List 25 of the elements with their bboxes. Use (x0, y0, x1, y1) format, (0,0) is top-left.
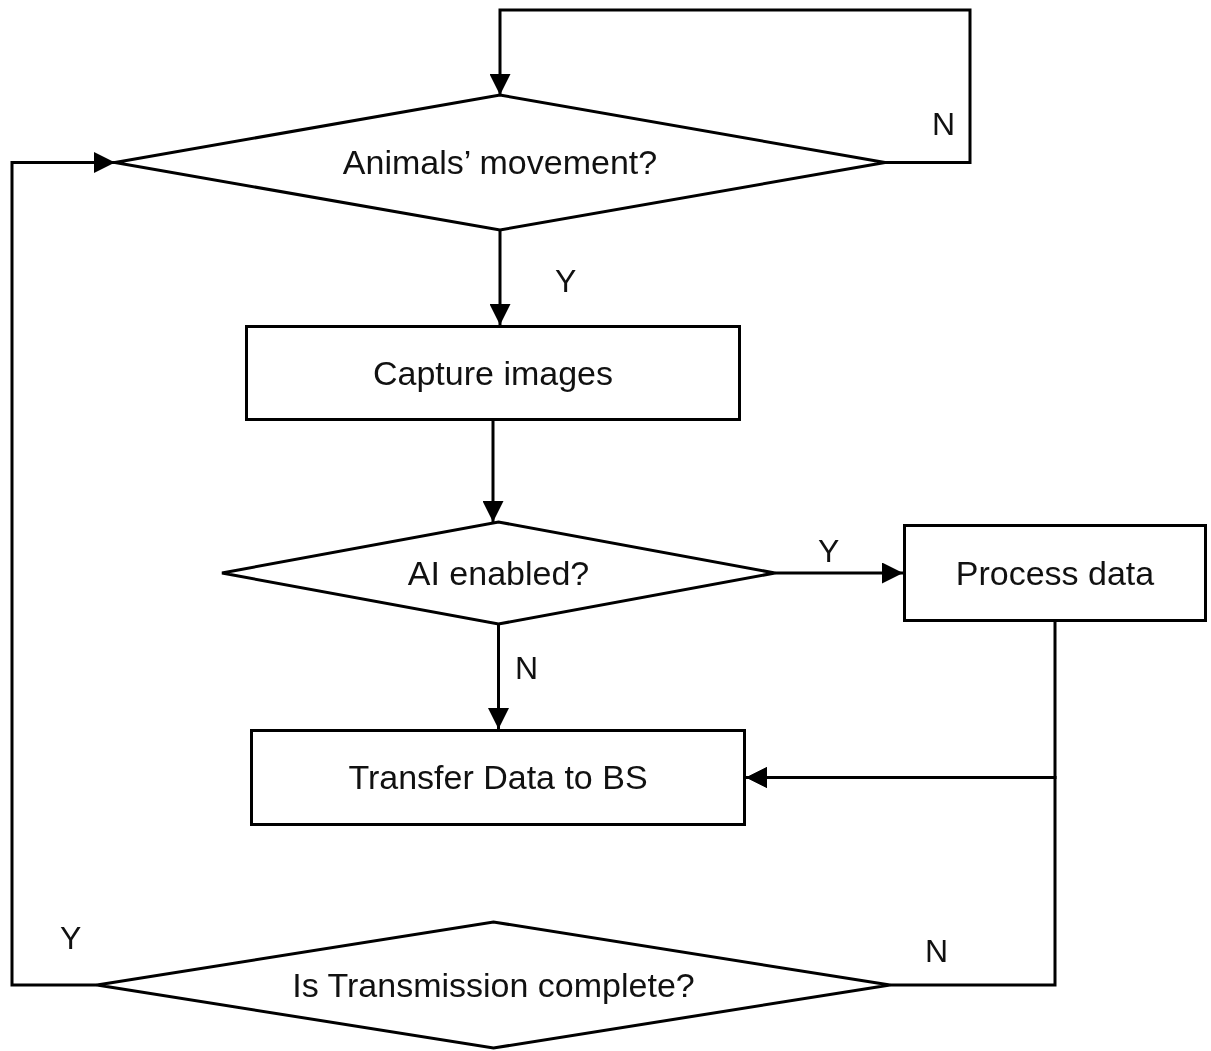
process-box (250, 729, 746, 826)
arrow (482, 421, 504, 522)
edge-label: Y (818, 535, 840, 567)
decision-diamond (115, 95, 885, 230)
decision-diamond (97, 922, 890, 1048)
edge-label: N (925, 935, 949, 967)
arrow (489, 8, 972, 164)
decision-text: AI enabled? (407, 553, 590, 593)
edge-label: Y (555, 265, 577, 297)
process-text: Process data (955, 553, 1155, 593)
arrow (489, 230, 511, 325)
process-text: Transfer Data to BS (348, 758, 648, 797)
process-text: Capture images (373, 353, 613, 393)
decision-text: Animals’ movement? (342, 143, 658, 182)
edge-label: N (515, 652, 539, 684)
arrow (10, 152, 115, 987)
process-box (903, 524, 1207, 622)
edge-label: N (932, 108, 956, 140)
arrow (488, 624, 509, 729)
arrow (746, 767, 1057, 987)
decision-text: Is Transmission complete? (292, 965, 695, 1005)
arrow (775, 562, 903, 584)
decision-diamond (222, 522, 775, 624)
process-box (245, 325, 741, 421)
edge-label: Y (60, 922, 82, 954)
